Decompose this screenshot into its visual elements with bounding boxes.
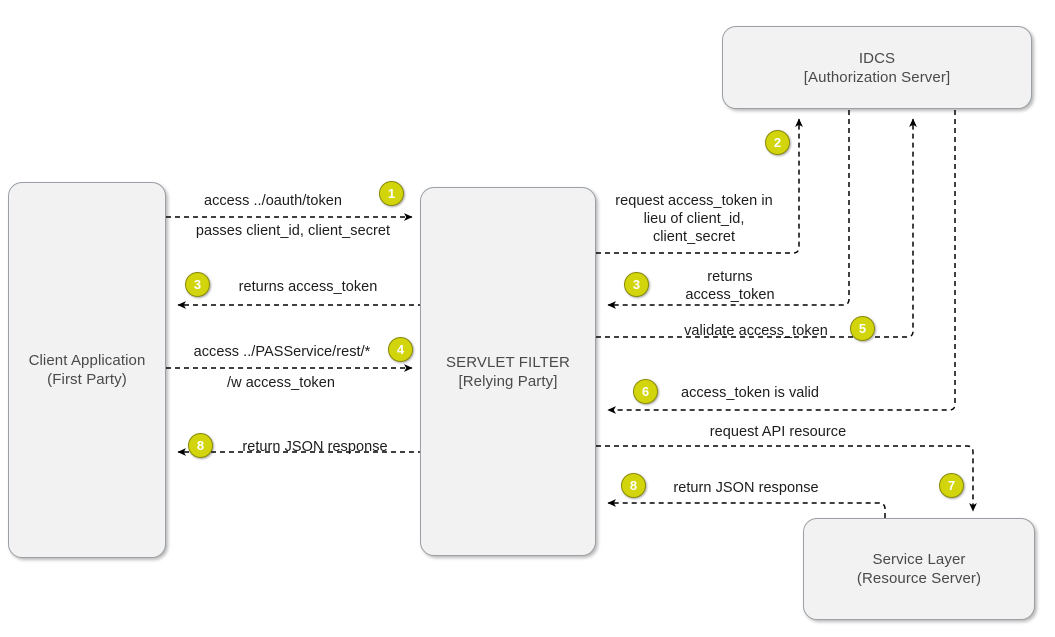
node-service-layer[interactable]: Service Layer (Resource Server): [803, 518, 1035, 620]
edge-label-returns-access-token-idcs: returns access_token: [685, 269, 775, 303]
edge-label-return-json-response-filter: return JSON response: [673, 480, 819, 496]
edge-label-token-is-valid: access_token is valid: [680, 385, 820, 401]
edge-label-passes-credentials: passes client_id, client_secret: [195, 223, 391, 239]
edge-label-with-access-token: /w access_token: [227, 375, 335, 391]
step-badge-7[interactable]: 7: [939, 473, 964, 498]
edge-7-filter-to-service: [596, 445, 977, 512]
edge-label-request-api-resource: request API resource: [709, 424, 847, 440]
edge-label-returns-access-token-client: returns access_token: [238, 279, 378, 295]
step-badge-8-client[interactable]: 8: [188, 433, 213, 458]
edge-8-service-to-filter: [607, 499, 886, 518]
node-servlet-filter[interactable]: SERVLET FILTER [Relying Party]: [420, 187, 596, 556]
node-servlet-filter-label: SERVLET FILTER [Relying Party]: [446, 353, 570, 390]
step-badge-3-idcs[interactable]: 3: [624, 272, 649, 297]
edge-6-idcs-to-filter: [607, 110, 956, 414]
node-client-application[interactable]: Client Application (First Party): [8, 182, 166, 558]
step-badge-3-client[interactable]: 3: [185, 272, 210, 297]
step-badge-4[interactable]: 4: [388, 337, 413, 362]
node-idcs[interactable]: IDCS [Authorization Server]: [722, 26, 1032, 109]
node-idcs-label: IDCS [Authorization Server]: [803, 49, 951, 86]
step-badge-2[interactable]: 2: [765, 130, 790, 155]
edge-label-access-pasfservice: access ../PASService/rest/*: [193, 344, 371, 360]
step-badge-5[interactable]: 5: [850, 316, 875, 341]
edge-2-filter-to-idcs: [596, 118, 803, 254]
edge-label-access-oauth-token: access ../oauth/token: [203, 193, 343, 209]
edge-label-request-access-token: request access_token in lieu of client_i…: [615, 193, 773, 245]
edge-5-filter-to-idcs: [596, 118, 917, 338]
step-badge-1[interactable]: 1: [379, 181, 404, 206]
node-service-layer-label: Service Layer (Resource Server): [856, 551, 982, 587]
step-badge-8-filter[interactable]: 8: [621, 473, 646, 498]
step-badge-6[interactable]: 6: [633, 379, 658, 404]
node-client-application-label: Client Application (First Party): [28, 352, 146, 388]
edge-label-validate-access-token: validate access_token: [684, 323, 828, 339]
edge-3-idcs-to-filter: [607, 110, 850, 309]
edge-label-return-json-response-client: return JSON response: [242, 439, 388, 455]
